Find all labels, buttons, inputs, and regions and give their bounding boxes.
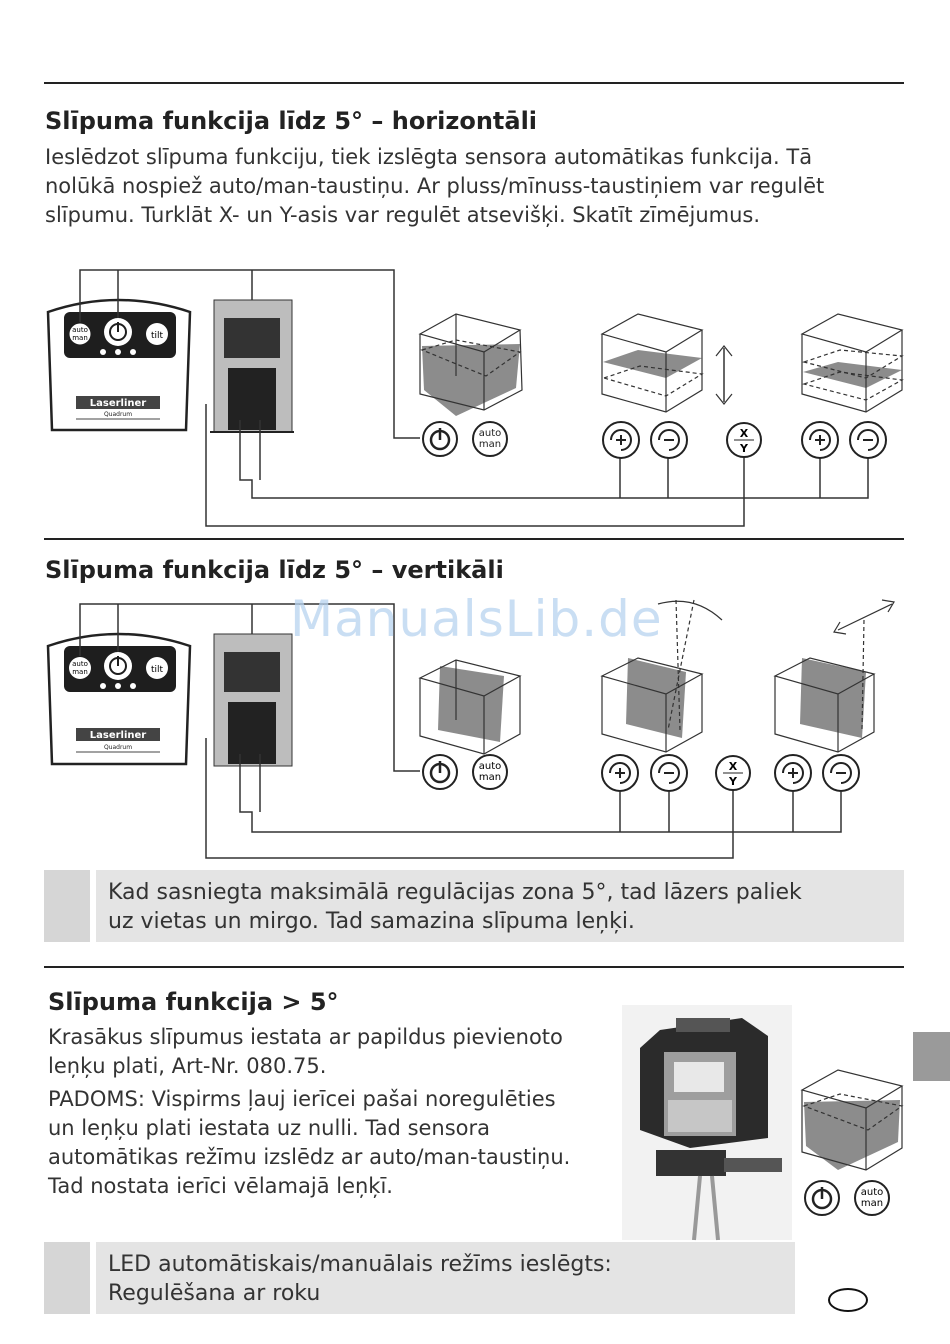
laser-photo xyxy=(622,1005,792,1240)
auto-label-3: auto xyxy=(861,1187,884,1198)
note2-line-1: LED automātiskais/manuālais režīms ieslē… xyxy=(108,1250,612,1279)
power-button-3[interactable] xyxy=(805,1181,839,1215)
note-box-2: LED automātiskais/manuālais režīms ieslē… xyxy=(44,1242,795,1314)
language-oval xyxy=(828,1288,868,1312)
cube-7 xyxy=(802,1070,902,1170)
note-tab-2 xyxy=(44,1242,90,1314)
note2-line-2: Regulēšana ar roku xyxy=(108,1279,320,1308)
side-tab xyxy=(913,1032,950,1081)
man-label-3: man xyxy=(861,1198,883,1209)
auto-man-button-3[interactable]: auto man xyxy=(855,1181,889,1215)
